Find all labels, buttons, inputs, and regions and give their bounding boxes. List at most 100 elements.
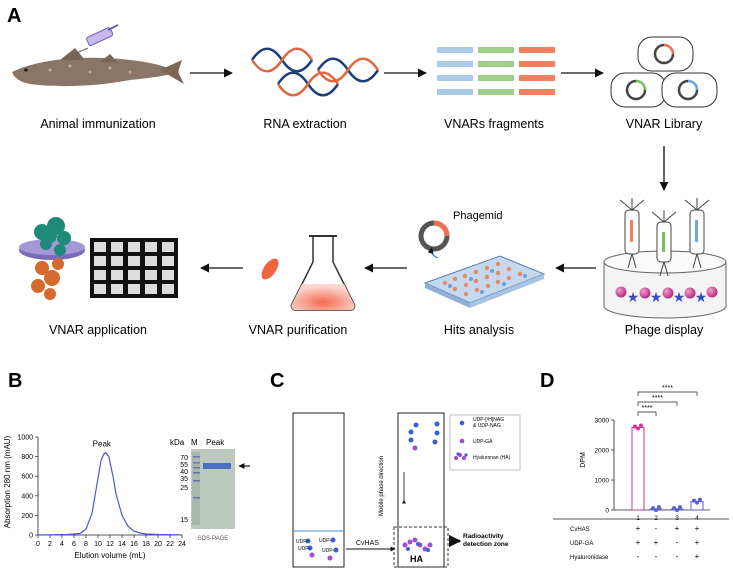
ha-label: HA: [410, 554, 423, 564]
b-x-tick-label: 0: [36, 541, 40, 548]
gel-caption: SDS-PAGE: [198, 536, 229, 542]
d-y-tick-label: 0: [605, 508, 609, 515]
gel-marker: 55: [180, 462, 188, 469]
svg-text:★: ★: [673, 289, 686, 305]
cvhas-label: CvHAS: [356, 540, 379, 547]
radioactivity-line: detection zone: [463, 541, 509, 548]
step-label: RNA extraction: [263, 117, 346, 131]
mobile-phase-label: Mobile phase direction: [379, 456, 385, 516]
step-label: Phage display: [625, 323, 704, 337]
step-label: VNARs fragments: [444, 117, 544, 131]
condition-mark: -: [637, 552, 640, 561]
d-point: [678, 505, 682, 510]
d-category-label: 1: [636, 515, 640, 522]
gel-marker: 40: [180, 469, 188, 476]
b-y-tick-label: 200: [21, 513, 33, 520]
d-sig-label: ****: [642, 405, 653, 412]
d-point: [692, 498, 696, 503]
d-sig-bracket: [637, 401, 678, 406]
hits-analysis-icon: [418, 220, 546, 308]
b-y-tick-label: 400: [21, 493, 33, 500]
phagemid-label: Phagemid: [453, 210, 503, 222]
tlc-plate-before: [292, 412, 345, 568]
legend-entry: UDP-GA: [473, 439, 493, 445]
condition-name: CvHAS: [570, 527, 590, 533]
step-label: VNAR application: [49, 323, 147, 337]
gel-kda-header: kDa: [170, 438, 185, 447]
condition-mark: +: [636, 538, 641, 547]
b-x-tick-label: 20: [154, 541, 162, 548]
condition-mark: +: [695, 524, 700, 533]
d-point: [654, 508, 658, 513]
b-xlabel: Elution volume (mL): [74, 551, 145, 560]
condition-mark: -: [655, 552, 658, 561]
syringe-icon: [69, 24, 119, 57]
d-bar: [631, 427, 645, 511]
rna-strand-icon: [250, 47, 380, 97]
d-category-label: 4: [695, 515, 699, 522]
d-sig-label: ****: [652, 395, 663, 402]
gel-marker: 70: [180, 455, 188, 462]
spot-label: UDP-: [298, 546, 311, 552]
b-y-tick-label: 800: [21, 454, 33, 461]
condition-mark: +: [695, 552, 700, 561]
condition-mark: +: [695, 538, 700, 547]
condition-mark: +: [654, 538, 659, 547]
svg-text:★: ★: [650, 289, 663, 305]
vnar-library-icon: [610, 36, 718, 108]
b-ylabel: Absorption 280 nm (mAU): [3, 435, 12, 528]
svg-text:★: ★: [627, 289, 640, 305]
b-x-tick-label: 8: [84, 541, 88, 548]
flask-icon: [261, 235, 356, 311]
legend-entry: Hyaluronan (HA): [473, 455, 511, 461]
b-x-tick-label: 6: [72, 541, 76, 548]
legend-line: & UDP-NAG: [473, 423, 501, 429]
d-point: [651, 506, 655, 511]
condition-mark: -: [655, 524, 658, 533]
d-point: [675, 508, 679, 513]
d-point: [698, 497, 702, 502]
d-point: [695, 500, 699, 505]
phage-display-icon: ★ ★ ★ ★: [603, 198, 727, 319]
condition-mark: -: [676, 538, 679, 547]
d-y-tick-label: 1000: [595, 478, 610, 485]
condition-mark: -: [676, 552, 679, 561]
b-y-tick-label: 0: [29, 533, 33, 540]
step-label: VNAR Library: [626, 117, 703, 131]
d-point: [672, 506, 676, 511]
condition-name: Hyaluronidase: [570, 555, 609, 561]
d-ylabel: DPM: [580, 452, 587, 468]
d-point: [639, 423, 643, 428]
condition-name: UDP-GA: [570, 541, 593, 547]
b-x-tick-label: 16: [130, 541, 138, 548]
shark-icon: [12, 48, 184, 87]
panel-d-letter: D: [540, 370, 554, 392]
d-y-tick-label: 3000: [595, 418, 610, 425]
d-point: [633, 424, 637, 429]
b-x-tick-label: 24: [178, 541, 186, 548]
radioactivity-line: Radioactivity: [463, 533, 504, 540]
b-x-tick-label: 18: [142, 541, 150, 548]
b-x-tick-label: 4: [60, 541, 64, 548]
panel-c-letter: C: [270, 370, 284, 392]
b-x-tick-label: 12: [106, 541, 114, 548]
tlc-plate-after: [393, 412, 449, 568]
tlc-legend: [449, 414, 521, 471]
step-label: Animal immunization: [40, 117, 155, 131]
condition-table: CvHAS+-++UDP-GA++-+Hyaluronidase---+: [570, 524, 700, 561]
d-sig-label: ****: [662, 385, 673, 392]
condition-mark: +: [675, 524, 680, 533]
d-category-label: 3: [675, 515, 679, 522]
b-y-tick-label: 1000: [17, 435, 33, 442]
panel-b-letter: B: [8, 370, 22, 392]
gel-marker: 15: [180, 517, 188, 524]
svg-text:★: ★: [695, 289, 708, 305]
d-point: [657, 505, 661, 510]
step-label: Hits analysis: [444, 323, 514, 337]
step-label: VNAR purification: [249, 323, 348, 337]
d-sig-bracket: [637, 391, 698, 396]
